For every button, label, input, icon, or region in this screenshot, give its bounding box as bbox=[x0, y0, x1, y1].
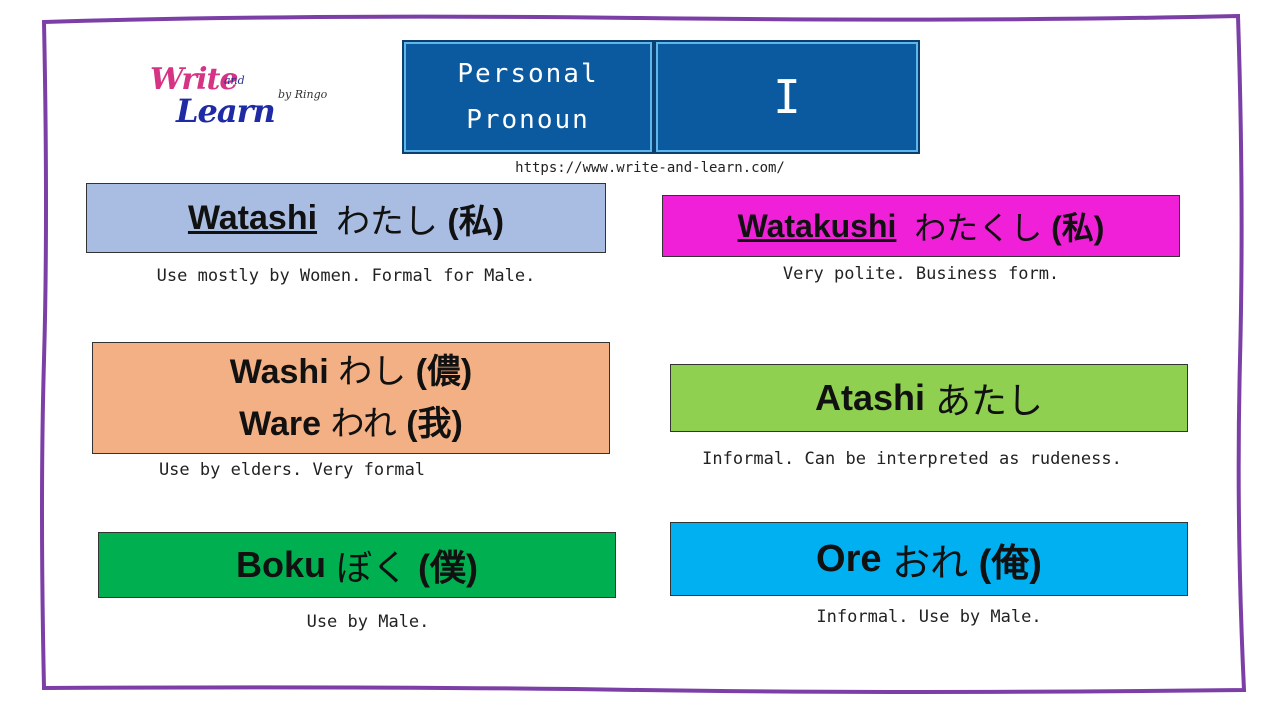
note-boku: Use by Male. bbox=[306, 612, 430, 632]
header-left-line1: Personal bbox=[457, 59, 599, 89]
kana: わたし bbox=[335, 202, 438, 241]
kanji: (私) bbox=[1051, 210, 1105, 246]
note-watashi: Use mostly by Women. Formal for Male. bbox=[156, 266, 536, 286]
card-atashi: Atashi あたし bbox=[670, 364, 1188, 432]
card-watakushi: Watakushi わたくし (私) bbox=[662, 195, 1180, 257]
header-category: Personal Pronoun bbox=[402, 40, 654, 154]
kana: わたくし bbox=[914, 210, 1043, 246]
romaji: Ore bbox=[816, 537, 882, 580]
kana: おれ bbox=[892, 542, 969, 585]
note-watakushi: Very polite. Business form. bbox=[782, 264, 1060, 284]
romaji: Washi bbox=[229, 353, 329, 391]
romaji: Boku bbox=[235, 544, 326, 585]
kanji: (私) bbox=[447, 202, 505, 241]
kana: あたし bbox=[935, 380, 1044, 421]
note-ore: Informal. Use by Male. bbox=[816, 607, 1042, 627]
kanji: (我) bbox=[406, 405, 463, 443]
header-pronoun: I bbox=[654, 40, 920, 154]
note-washi-ware: Use by elders. Very formal bbox=[158, 460, 426, 480]
header-left-line2: Pronoun bbox=[466, 105, 590, 135]
logo-learn: Learn bbox=[176, 92, 276, 130]
romaji: Atashi bbox=[814, 377, 925, 418]
card-boku: Boku ぼく (僕) bbox=[98, 532, 616, 598]
kanji: (俺) bbox=[978, 542, 1042, 585]
logo-and: and bbox=[224, 74, 245, 87]
card-ore: Ore おれ (俺) bbox=[670, 522, 1188, 596]
kana: ぼく bbox=[336, 547, 409, 588]
card-washi-ware: Washi わし (儂) Ware われ (我) bbox=[92, 342, 610, 454]
kanji: (僕) bbox=[418, 547, 479, 588]
romaji: Watashi bbox=[187, 198, 318, 237]
site-url[interactable]: https://www.write-and-learn.com/ bbox=[515, 160, 785, 176]
kana: わし bbox=[338, 353, 407, 391]
logo-write: Write bbox=[150, 62, 238, 97]
line-washi: Washi わし (儂) bbox=[230, 346, 472, 398]
logo-byline: by Ringo bbox=[278, 88, 328, 101]
romaji: Ware bbox=[239, 405, 321, 443]
card-watashi: Watashi わたし (私) bbox=[86, 183, 606, 253]
romaji: Watakushi bbox=[737, 207, 897, 244]
line-ware: Ware われ (我) bbox=[239, 398, 463, 450]
brand-logo: Write and Learn by Ringo bbox=[150, 62, 350, 142]
kana: われ bbox=[330, 405, 397, 443]
note-atashi: Informal. Can be interpreted as rudeness… bbox=[702, 449, 1122, 469]
kanji: (儂) bbox=[415, 353, 473, 391]
